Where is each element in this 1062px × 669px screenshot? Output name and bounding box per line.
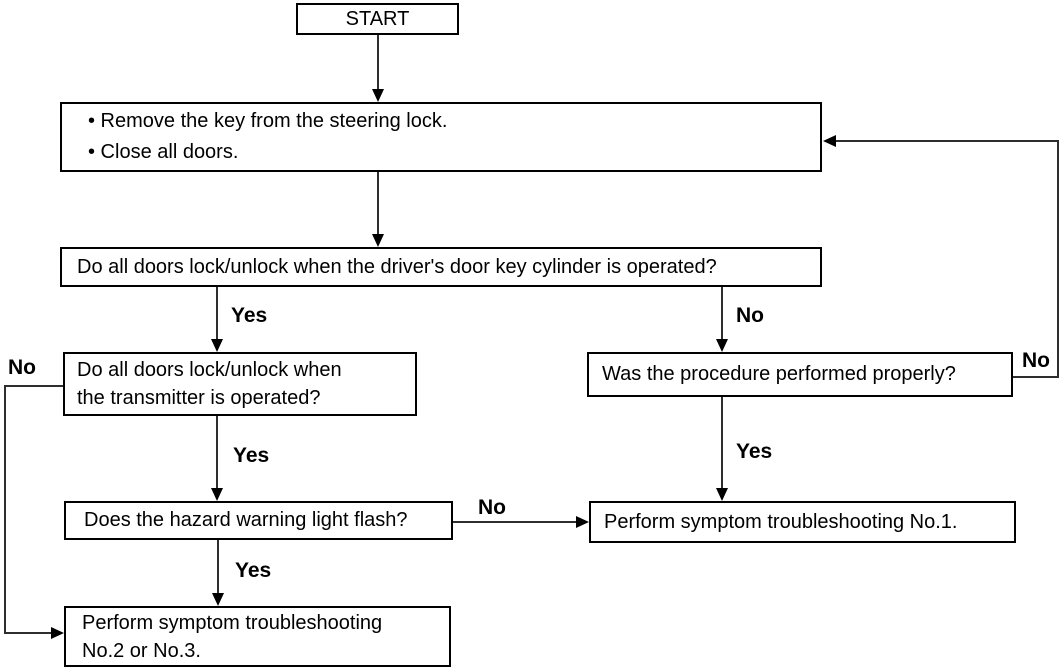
transmitter-question-line1: Do all doors lock/unlock when: [77, 359, 342, 381]
connector-hazard-troubleshoot23-line: [217, 540, 219, 594]
connector-procedure-troubleshoot1-line: [721, 397, 723, 489]
key-cylinder-question-node: Do all doors lock/unlock when the driver…: [60, 247, 822, 287]
arrowhead-down-icon: [211, 488, 223, 501]
connector-start-prepare-line: [377, 35, 379, 89]
connector-procedure-feedback-top-line: [836, 140, 1059, 142]
transmitter-question-line2: the transmitter is operated?: [77, 387, 321, 409]
label-procedure-no: No: [1022, 349, 1050, 372]
transmitter-question-node: Do all doors lock/unlock when the transm…: [63, 352, 417, 416]
procedure-question-label: Was the procedure performed properly?: [602, 363, 956, 385]
troubleshooting-no1-label: Perform symptom troubleshooting No.1.: [604, 510, 958, 533]
connector-transmitter-feedback-top-line: [4, 385, 63, 387]
connector-transmitter-feedback-bottom-line: [4, 632, 51, 634]
connector-procedure-feedback-vertical-line: [1057, 140, 1059, 378]
arrowhead-down-icon: [372, 89, 384, 102]
arrowhead-down-icon: [716, 488, 728, 501]
arrowhead-left-icon: [823, 135, 836, 147]
arrowhead-down-icon: [211, 339, 223, 352]
connector-keycylinder-procedure-line: [721, 287, 723, 341]
connector-transmitter-hazard-line: [216, 416, 218, 489]
arrowhead-right-icon: [51, 627, 64, 639]
start-node-label: START: [345, 7, 410, 30]
key-cylinder-question-label: Do all doors lock/unlock when the driver…: [77, 255, 717, 278]
prepare-node-line2: • Close all doors.: [88, 141, 239, 163]
label-hazard-no: No: [478, 496, 506, 519]
troubleshooting-no23-line2: No.2 or No.3.: [82, 639, 201, 662]
prepare-node: • Remove the key from the steering lock.…: [60, 102, 822, 172]
connector-transmitter-feedback-vertical-line: [4, 385, 6, 634]
prepare-node-line1: • Remove the key from the steering lock.: [88, 110, 448, 132]
connector-hazard-troubleshoot1-line: [453, 521, 577, 523]
label-hazard-yes: Yes: [235, 559, 272, 582]
label-keycylinder-yes: Yes: [231, 304, 268, 327]
label-transmitter-no: No: [8, 356, 36, 379]
hazard-question-label: Does the hazard warning light flash?: [84, 509, 408, 531]
label-procedure-yes: Yes: [736, 440, 773, 463]
arrowhead-down-icon: [372, 234, 384, 247]
label-keycylinder-no: No: [736, 304, 764, 327]
connector-procedure-feedback-bottom-line: [1013, 376, 1059, 378]
troubleshooting-no1-node: Perform symptom troubleshooting No.1.: [589, 501, 1016, 543]
arrowhead-down-icon: [212, 593, 224, 606]
procedure-question-node: Was the procedure performed properly?: [587, 352, 1013, 397]
connector-prepare-keycylinder-line: [377, 172, 379, 235]
arrowhead-right-icon: [576, 516, 589, 528]
start-node: START: [296, 3, 459, 35]
connector-keycylinder-transmitter-line: [216, 287, 218, 341]
troubleshooting-no23-line1: Perform symptom troubleshooting: [82, 611, 383, 634]
troubleshooting-no23-node: Perform symptom troubleshooting No.2 or …: [64, 606, 451, 667]
arrowhead-down-icon: [716, 339, 728, 352]
label-transmitter-yes: Yes: [233, 444, 270, 467]
hazard-question-node: Does the hazard warning light flash?: [64, 501, 453, 540]
